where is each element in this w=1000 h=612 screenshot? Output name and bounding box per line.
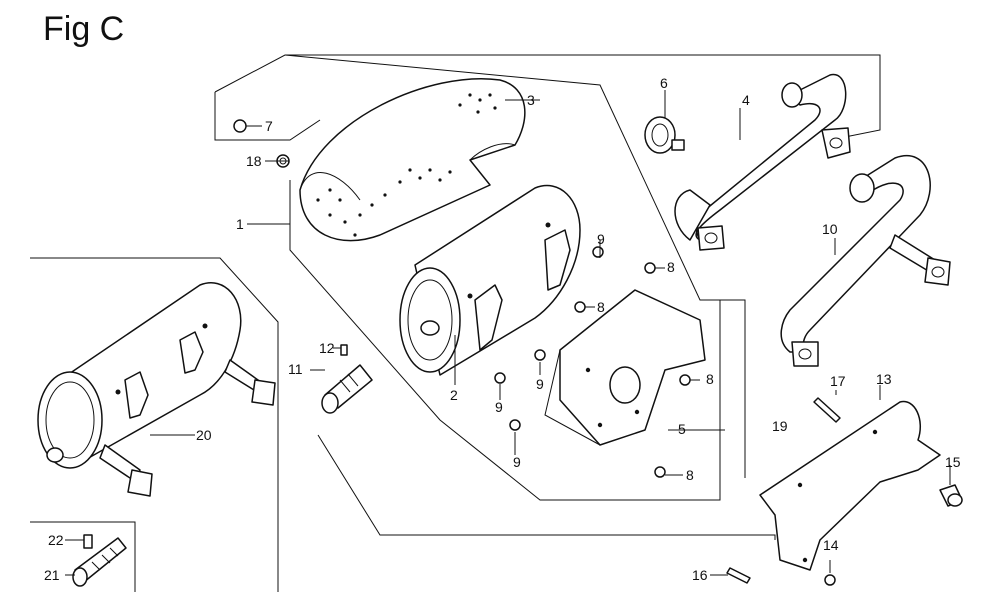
exhaust-pipe-part-10 [780, 155, 951, 367]
callout-18: 18 [246, 153, 262, 169]
group-frame-lines [30, 54, 881, 592]
callout-10: 10 [822, 221, 838, 237]
callout-8-c: 8 [706, 371, 714, 387]
callout-8-a: 8 [667, 259, 675, 275]
callout-4: 4 [742, 92, 750, 108]
callout-15: 15 [945, 454, 961, 470]
callout-17: 17 [830, 373, 846, 389]
callout-16: 16 [692, 567, 708, 583]
callout-9-a: 9 [597, 231, 605, 247]
clamp-part-6 [644, 116, 685, 154]
leader-lines [65, 90, 951, 576]
callout-12: 12 [319, 340, 335, 356]
exhaust-pipe-part-4 [674, 74, 851, 251]
muffler-assembly-part-20 [37, 282, 276, 497]
callout-9-b: 9 [536, 376, 544, 392]
callout-5: 5 [678, 421, 686, 437]
callout-8-d: 8 [686, 467, 694, 483]
callout-labels: 1 2 3 4 5 6 7 8 8 8 8 9 9 9 9 10 11 12 1… [44, 75, 961, 583]
pin-part-15 [939, 484, 963, 507]
callout-11: 11 [288, 361, 303, 377]
heat-shield-part-3 [299, 78, 526, 242]
callout-20: 20 [196, 427, 212, 443]
callout-3: 3 [527, 92, 535, 108]
callout-1: 1 [236, 216, 244, 232]
callout-2: 2 [450, 387, 458, 403]
figure-title: Fig C [43, 10, 125, 48]
callout-22: 22 [48, 532, 64, 548]
protector-part-13 [759, 400, 941, 571]
callout-9-c: 9 [495, 399, 503, 415]
callout-19: 19 [772, 418, 788, 434]
callout-13: 13 [876, 371, 892, 387]
callout-9-d: 9 [513, 454, 521, 470]
callout-7: 7 [265, 118, 273, 134]
spark-arrester-part-11 [321, 344, 373, 414]
muffler-part-2 [399, 184, 581, 376]
callout-8-b: 8 [597, 299, 605, 315]
callout-14: 14 [823, 537, 839, 553]
callout-6: 6 [660, 75, 668, 91]
mounting-plate-part-5 [544, 289, 706, 446]
spark-arrester-part-21 [72, 534, 127, 587]
callout-21: 21 [44, 567, 60, 583]
